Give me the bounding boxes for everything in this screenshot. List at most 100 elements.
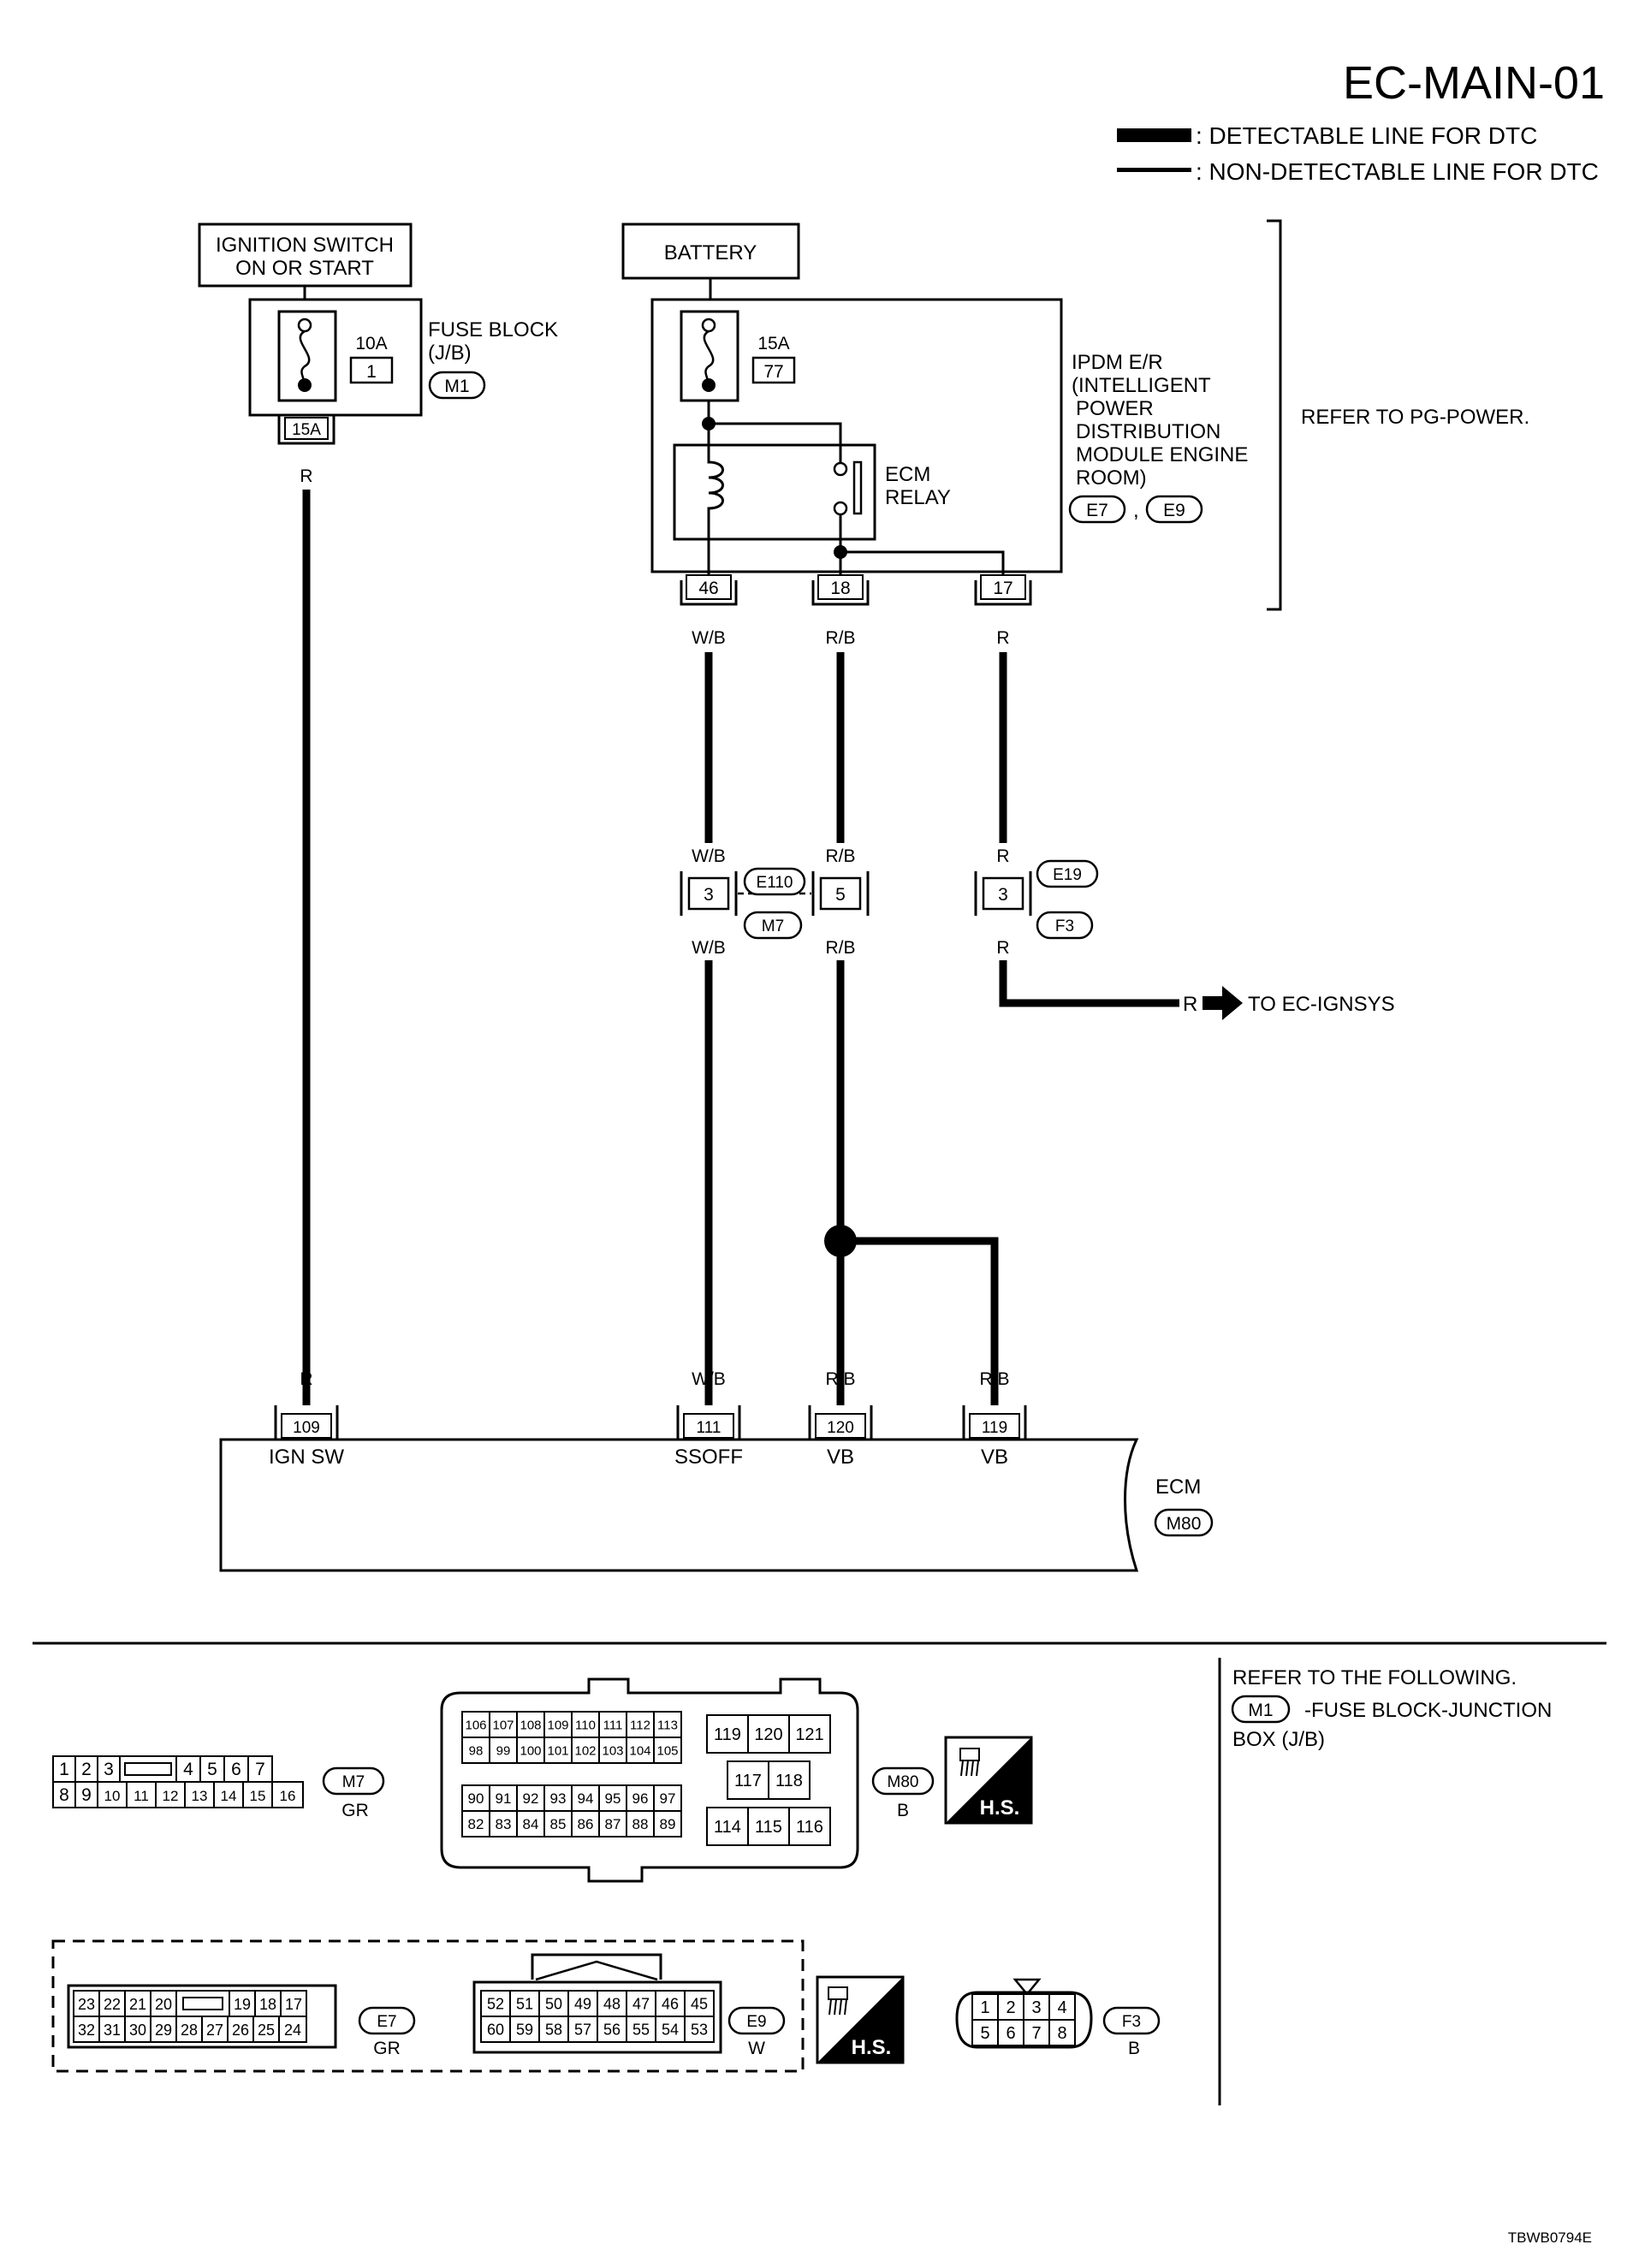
- connector-pin: [150, 2016, 177, 2043]
- connector-pin: [175, 2016, 203, 2043]
- connector-pin: [706, 1807, 749, 1846]
- ignition-switch-line1: IGNITION SWITCH: [216, 234, 394, 257]
- connector-pin-label: 3: [1031, 1998, 1041, 2017]
- connector-pin: [201, 2016, 229, 2043]
- e9-color: W: [748, 2039, 765, 2058]
- connector-pin-label: 114: [714, 1818, 741, 1837]
- fuse-15a-amp: 15A: [757, 334, 789, 353]
- connector-pin: [971, 1993, 999, 2021]
- ignsys-wire-color: R: [1183, 993, 1197, 1016]
- ecm-pin119-name: VB: [981, 1446, 1008, 1469]
- connector-pin: [489, 1737, 518, 1764]
- connector-pin-label: 22: [104, 1996, 121, 2013]
- connector-pin-label: 51: [516, 1995, 533, 2012]
- connector-pin: [626, 2016, 656, 2043]
- ecm-relay-coil-icon: [707, 445, 724, 539]
- connector-pin-label: 4: [1057, 1998, 1066, 2017]
- connector-pin: [124, 2016, 151, 2043]
- hs-symbol-icon: H.S.: [944, 1736, 1033, 1825]
- connector-pin-label: 101: [547, 1743, 568, 1758]
- ecm-pin119: 119: [982, 1419, 1007, 1437]
- connector-pin: [278, 2016, 307, 2043]
- joint3-color-top: R: [996, 846, 1009, 866]
- fuse-10a-body: [277, 310, 337, 402]
- connector-pin: [213, 1781, 244, 1808]
- wire-color-17: R: [996, 628, 1009, 648]
- fuse-block-connector: M1: [444, 377, 469, 396]
- connector-pin-label: 87: [605, 1816, 621, 1832]
- connector-pin: [997, 1993, 1024, 2021]
- connector-pin: [626, 1990, 656, 2017]
- connector-pin: [543, 1810, 573, 1838]
- ecm-pin111-name: SSOFF: [674, 1446, 743, 1469]
- ecm-pin109: 109: [293, 1419, 320, 1437]
- connector-pin-label: 4: [183, 1760, 193, 1779]
- connector-pin-label: 8: [59, 1785, 69, 1805]
- connector-pin-label: 111: [603, 1718, 623, 1732]
- connector-pin: [271, 1781, 304, 1808]
- ipdm-connector-sep: ,: [1133, 499, 1139, 522]
- connector-pin: [543, 1711, 573, 1738]
- connector-pin-blank: [182, 1997, 223, 2010]
- connector-pin-label: 92: [523, 1790, 539, 1807]
- ipdm-terminal-17: 17: [993, 579, 1012, 598]
- ipdm-terminal-18: 18: [830, 579, 850, 598]
- connector-pin-label: 2: [81, 1760, 92, 1779]
- connector-pin-label: 60: [487, 2021, 504, 2038]
- connector-pin: [247, 1755, 273, 1783]
- connector-pin-label: 10: [104, 1788, 121, 1804]
- joint3-color-bot: R: [996, 938, 1009, 958]
- connector-pin-label: 97: [660, 1790, 676, 1807]
- fuse-block-box: [248, 298, 423, 417]
- joint1-color-top: W/B: [692, 846, 726, 866]
- connector-pin-blank: [124, 1762, 172, 1776]
- m80-color: B: [897, 1801, 909, 1820]
- connector-pin-label: 105: [656, 1743, 678, 1758]
- hs-label-2: H.S.: [852, 2036, 892, 2059]
- connector-pin-label: 82: [468, 1816, 484, 1832]
- connector-pin-label: 90: [468, 1790, 484, 1807]
- joint2-color-top: R/B: [825, 846, 855, 866]
- fuse-10a-amp: 10A: [355, 334, 387, 353]
- connector-pin-label: 5: [980, 2024, 989, 2043]
- connector-pin-label: 29: [155, 2022, 172, 2039]
- wire-color-46: W/B: [692, 628, 726, 648]
- legend-detectable-line: [1117, 128, 1191, 142]
- joint1-pin: 3: [704, 885, 714, 905]
- ignition-wire-color: R: [300, 466, 312, 486]
- ecm-relay-label1: ECM: [885, 463, 930, 486]
- connector-pin-label: 52: [487, 1995, 504, 2012]
- connector-pin-label: 121: [795, 1725, 823, 1744]
- ecm-box: [219, 1438, 1139, 1572]
- joint3-connector-bot: F3: [1055, 917, 1074, 935]
- ecm-relay-contact-icon: [852, 460, 863, 515]
- fuse-15a-icon: [703, 330, 715, 385]
- ipdm-label5: MODULE ENGINE: [1076, 443, 1248, 466]
- connector-pin-label: 48: [603, 1995, 621, 2012]
- connector-pin: [598, 1810, 627, 1838]
- ipdm-connector1: E7: [1086, 501, 1108, 520]
- connector-pin-label: 117: [734, 1772, 762, 1790]
- ipdm-connector2: E9: [1163, 501, 1185, 520]
- ipdm-label3: POWER: [1076, 397, 1154, 420]
- ipdm-box: [650, 298, 1063, 573]
- fuse-10a-no: 1: [366, 362, 377, 382]
- connector-pin: [684, 1990, 715, 2017]
- connector-pin-label: 104: [629, 1743, 650, 1758]
- connector-pin-cavity: [175, 1990, 230, 2017]
- connector-pin-label: 58: [545, 2021, 562, 2038]
- joint2-color-bot: R/B: [825, 938, 855, 958]
- refer-following-desc2: BOX (J/B): [1232, 1728, 1325, 1751]
- connector-pin: [509, 2016, 540, 2043]
- connector-pin-label: 100: [520, 1743, 541, 1758]
- connector-pin-label: 91: [496, 1790, 512, 1807]
- ecm-relay-label2: RELAY: [885, 486, 951, 509]
- fuse-10a-icon: [299, 330, 311, 385]
- connector-pin-label: 112: [630, 1718, 650, 1732]
- connector-pin: [571, 1810, 600, 1838]
- connector-pin-label: 6: [231, 1760, 241, 1779]
